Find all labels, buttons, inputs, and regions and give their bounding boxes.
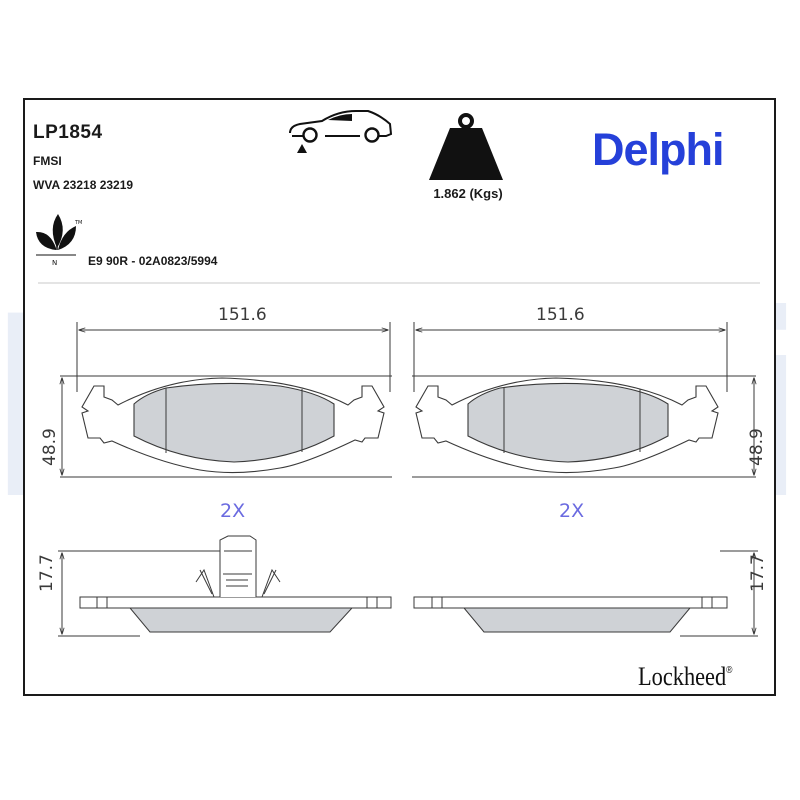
- delphi-logo: Delphi: [592, 124, 725, 175]
- pad-side-view-left: [58, 535, 392, 637]
- quantity-left: 2X: [220, 500, 245, 522]
- lockheed-wordmark: Lockheed: [638, 662, 727, 691]
- eco-mark-tm: TM: [74, 220, 82, 226]
- quantity-right: 2X: [559, 500, 584, 522]
- eco-mark-letter: N: [52, 259, 57, 267]
- lockheed-logo: Lockheed®: [638, 662, 733, 692]
- weight-label: 1.862 (Kgs): [433, 186, 503, 201]
- approval-number: E9 90R - 02A0823/5994: [88, 254, 218, 268]
- height-dimension-right: 48.9: [747, 428, 767, 466]
- width-dimension-right: 151.6: [536, 305, 585, 325]
- thickness-dimension-right: 17.7: [748, 554, 768, 592]
- car-axle-icon: [289, 110, 393, 153]
- pad-front-view-left: [60, 322, 392, 478]
- wva-numbers: WVA 23218 23219: [33, 178, 134, 192]
- fmsi-label: FMSI: [33, 154, 62, 168]
- eco-leaves-icon: N TM: [36, 214, 82, 267]
- weight-icon: [429, 113, 503, 180]
- pad-side-view-right: [413, 550, 758, 637]
- registered-mark: ®: [726, 665, 733, 677]
- pad-front-view-right: [412, 322, 756, 478]
- height-dimension-left: 48.9: [40, 428, 60, 466]
- thickness-dimension-left: 17.7: [37, 554, 57, 592]
- part-number: LP1854: [33, 122, 103, 143]
- width-dimension-left: 151.6: [218, 305, 267, 325]
